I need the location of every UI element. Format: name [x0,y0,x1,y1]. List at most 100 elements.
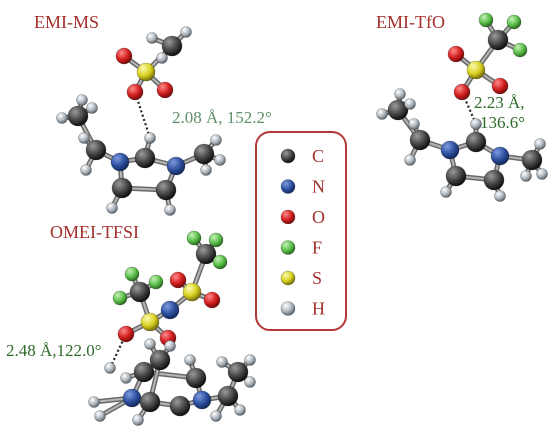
title-emi-tfo: EMI-TfO [376,12,445,32]
oxygen-atom [126,83,144,101]
fluorine-atom [506,14,522,30]
carbon-atom [111,177,133,199]
molecule-emi-ms [56,26,226,216]
hydrogen-atom [104,362,116,374]
carbon-atom [487,29,509,51]
legend-swatch-carbon [280,148,296,164]
oxygen-atom [453,83,471,101]
hydrogen-atom [244,354,256,366]
carbon-atom [409,129,431,151]
hydrogen-bond [133,91,152,139]
carbon-atom [134,147,156,169]
legend-label-hydrogen: H [312,299,325,319]
legend-box [255,131,347,331]
hydrogen-atom [78,132,90,144]
carbon-atom [169,395,191,417]
hydrogen-atom [376,108,388,120]
hydrogen-atom [120,372,132,384]
hydrogen-atom [144,338,156,350]
oxygen-atom [447,45,465,63]
distance-label-emi-tfo-line1: 2.23 Å, [474,93,525,112]
legend-label-sulfur: S [312,268,322,288]
carbon-atom [227,361,249,383]
hydrogen-atom [210,134,222,146]
hydrogen-atom [536,168,548,180]
oxygen-atom [203,291,221,309]
carbon-atom [155,179,177,201]
nitrogen-atom [160,300,180,320]
hydrogen-atom [164,340,176,352]
title-omei-tfsi: OMEI-TFSI [50,222,139,242]
sulfur-atom [182,282,202,302]
hydrogen-atom [494,190,506,202]
distance-label-emi-tfo-line2: 136.6° [480,113,525,132]
carbon-atom [521,149,543,171]
carbon-atom [85,139,107,161]
hydrogen-atom [180,26,192,38]
molecule-emi-tfo [376,12,548,202]
fluorine-atom [112,290,128,306]
legend-swatch-hydrogen [280,301,296,316]
hydrogen-atom [88,396,100,408]
legend-swatch-sulfur [280,270,296,286]
legend-swatch-fluorine [280,240,296,255]
fluorine-atom [148,274,164,290]
hydrogen-atom [156,52,168,64]
legend-label-oxygen: O [312,207,325,227]
hydrogen-atom [234,404,246,416]
sulfur-atom [466,60,486,80]
carbon-atom [445,165,467,187]
carbon-atom [161,35,183,57]
hydrogen-atom [216,356,228,368]
hydrogen-bond [109,333,127,369]
hydrogen-atom [394,88,406,100]
carbon-atom [185,367,207,389]
carbon-atom [67,105,89,127]
hydrogen-atom [440,186,452,198]
oxygen-atom [169,271,187,289]
hydrogen-atom [56,112,68,124]
hydrogen-atom [404,98,416,110]
carbon-atom [195,243,217,265]
hydrogen-atom [408,118,420,130]
hydrogen-atom [76,94,88,106]
nitrogen-atom [440,140,460,160]
nitrogen-atom [122,388,142,408]
hydrogen-atom [132,414,144,426]
fluorine-atom [478,12,494,28]
nitrogen-atom [490,146,510,166]
nitrogen-atom [110,152,130,172]
sulfur-atom [140,312,160,332]
oxygen-atom [115,47,133,65]
hydrogen-atom [520,170,532,182]
hydrogen-atom [244,376,256,388]
carbon-atom [217,385,239,407]
title-emi-ms: EMI-MS [34,12,99,32]
carbon-atom [465,131,487,153]
hydrogen-atom [164,204,176,216]
hydrogen-atom [106,202,118,214]
fluorine-atom [186,230,202,246]
carbon-atom [149,349,171,371]
sulfur-atom [136,62,156,82]
nitrogen-atom [166,156,186,176]
legend-label-nitrogen: N [312,177,325,197]
hydrogen-atom [80,164,92,176]
fluorine-atom [208,232,224,248]
fluorine-atom [512,42,528,58]
hydrogen-atom [404,154,416,166]
carbon-atom [483,169,505,191]
fluorine-atom [124,266,140,282]
oxygen-atom [117,325,135,343]
carbon-atom [129,281,151,303]
molecule-omei-tfsi [88,230,256,426]
nitrogen-atom [192,390,212,410]
hydrogen-atom [184,354,196,366]
hydrogen-atom [210,410,222,422]
fluorine-atom [212,254,228,270]
hydrogen-atom [214,154,226,166]
legend-label-carbon: C [312,146,324,166]
legend-label-fluorine: F [312,238,322,258]
distance-label-omei-tfsi: 2.48 Å,122.0° [6,341,102,360]
